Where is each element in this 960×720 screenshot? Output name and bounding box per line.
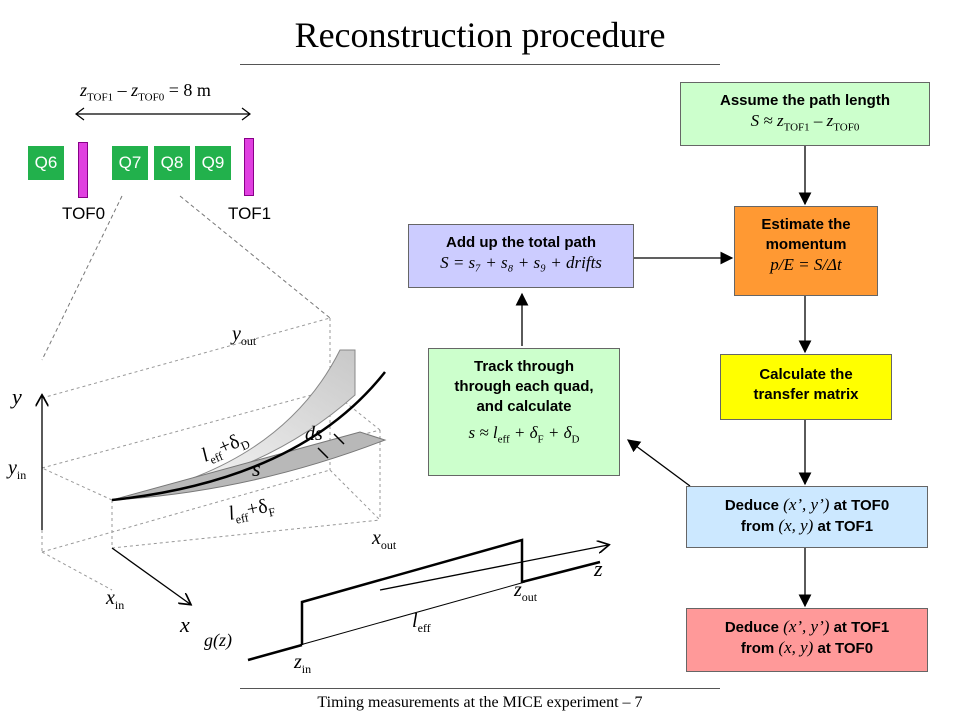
- title-underline: [240, 64, 720, 65]
- tof0-bar: [78, 142, 88, 198]
- footer-text: Timing measurements at the MICE experime…: [317, 694, 643, 711]
- gz-baseline: [299, 581, 526, 646]
- track-formula: s ≈ leff + δF + δD: [468, 423, 580, 446]
- z-axis: [379, 545, 608, 591]
- label-leff-delta-f: leff+δF: [226, 494, 277, 528]
- label-y-in: yin: [6, 457, 26, 482]
- label-z-in: zin: [293, 651, 311, 676]
- svg-text:leff+δF: leff+δF: [226, 494, 277, 528]
- trajectory: [111, 371, 386, 502]
- page-title: Reconstruction procedure: [294, 15, 666, 55]
- footer-rule: [240, 688, 720, 689]
- tof1-label: TOF1: [228, 204, 272, 223]
- assume-formula: S ≈ zTOF1 – zTOF0: [750, 111, 860, 134]
- label-gz: g(z): [204, 630, 232, 651]
- quad-q8: Q8: [154, 146, 190, 180]
- gz-left-baseline: [247, 643, 303, 662]
- quad-q9: Q9: [195, 146, 231, 180]
- box-assume-path-length: Assume the path length S ≈ zTOF1 – zTOF0: [680, 82, 930, 146]
- label-z: z: [593, 556, 603, 581]
- label-ds: ds: [305, 423, 323, 445]
- label-y: y: [10, 384, 22, 409]
- label-z-out: zout: [513, 579, 538, 604]
- label-y-out: yout: [230, 323, 257, 348]
- box-estimate-momentum: Estimate the momentum p/E = S/Δt: [734, 206, 878, 296]
- label-leff: leff: [412, 610, 431, 635]
- ds-tick-2: [333, 433, 345, 445]
- box-deduce-at-tof1: Deduce (x’, y’) at TOF1 from (x, y) at T…: [686, 608, 928, 672]
- x-axis: [111, 547, 190, 604]
- label-s: s: [252, 456, 261, 481]
- quad-q7: Q7: [112, 146, 148, 180]
- box-track-through-quads: Track through through each quad, and cal…: [428, 348, 620, 476]
- arrow-deduce0-to-track: [626, 439, 691, 487]
- box-deduce-at-tof0: Deduce (x’, y’) at TOF0 from (x, y) at T…: [686, 486, 928, 548]
- ds-tick-1: [317, 447, 329, 459]
- tof1-bar: [244, 138, 254, 196]
- label-x-in: xin: [105, 587, 124, 612]
- distance-arrow: [75, 107, 251, 121]
- quad-q6: Q6: [28, 146, 64, 180]
- box-calculate-transfer-matrix: Calculate the transfer matrix: [720, 354, 892, 420]
- zoom-line-left: [41, 195, 123, 361]
- distance-label: zTOF1 – zTOF0 = 8 m: [80, 80, 211, 104]
- box-add-total-path: Add up the total path S = s₇ + s₈ + s₉ +…: [408, 224, 634, 288]
- lower-sheet: [111, 431, 387, 501]
- gz-step-profile: [300, 538, 601, 645]
- tof0-label: TOF0: [62, 204, 106, 223]
- label-x-out: xout: [371, 527, 397, 552]
- label-x: x: [179, 612, 190, 637]
- zoom-line-right: [179, 195, 331, 319]
